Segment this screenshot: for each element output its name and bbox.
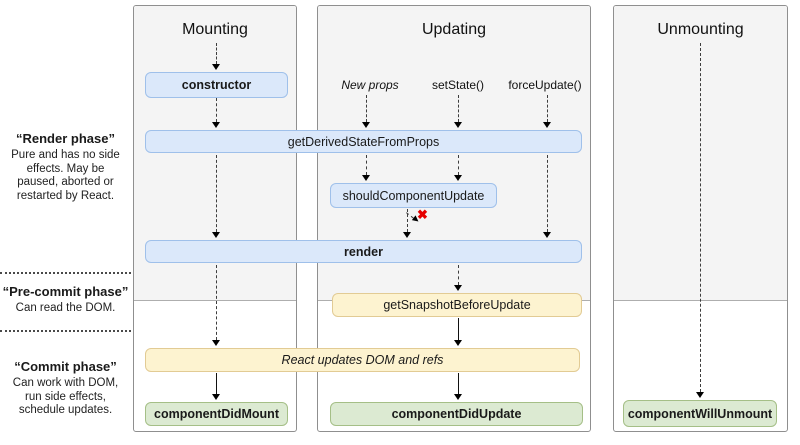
- shouldcomponentupdate-box[interactable]: shouldComponentUpdate: [330, 183, 497, 208]
- render-box[interactable]: render: [145, 240, 582, 263]
- pre-commit-phase-block: “Pre-commit phase” Can read the DOM.: [0, 284, 131, 316]
- arrow-to-shouldcomponentupdate-left: [366, 155, 367, 175]
- render-phase-desc-line: paused, aborted or: [17, 176, 114, 188]
- phase-divider: [0, 330, 131, 332]
- arrow-reactupdates-to-componentdidupdate: [458, 373, 459, 394]
- arrowhead: [403, 232, 411, 238]
- arrow-newprops-to-getderivedstatefromprops: [366, 95, 367, 122]
- arrowhead: [543, 122, 551, 128]
- getsnapshotbeforeupdate-box[interactable]: getSnapshotBeforeUpdate: [332, 293, 582, 317]
- arrow-reactupdates-to-componentdidmount: [216, 373, 217, 394]
- trigger-setstate: setState(): [431, 78, 485, 92]
- commit-phase-desc-line: Can work with DOM,: [12, 377, 119, 389]
- componentwillunmount-box[interactable]: componentWillUnmount: [623, 400, 777, 427]
- arrowhead: [543, 232, 551, 238]
- mounting-panel-title: Mounting: [182, 21, 248, 38]
- arrow-shouldcomponentupdate-to-render: [407, 209, 408, 232]
- arrowhead: [212, 122, 220, 128]
- arrow-getderivedstatefromprops-to-render-mounting: [216, 155, 217, 232]
- arrow-forceupdate-bypass-to-render: [547, 155, 548, 232]
- commit-phase-block: “Commit phase” Can work with DOM, run si…: [0, 359, 131, 418]
- arrow-forceupdate-to-getderivedstatefromprops: [547, 95, 548, 122]
- trigger-new-props: New props: [341, 78, 399, 92]
- stop-x-icon: ✖: [417, 207, 428, 222]
- arrow-unmounting-to-componentwillunmount: [700, 43, 701, 392]
- arrow-render-to-getsnapshotbeforeupdate: [458, 265, 459, 285]
- arrowhead: [696, 392, 704, 398]
- arrowhead: [454, 175, 462, 181]
- phase-divider: [0, 272, 131, 274]
- arrowhead: [362, 175, 370, 181]
- arrowhead: [362, 122, 370, 128]
- commit-phase-desc-line: schedule updates.: [18, 404, 113, 416]
- arrowhead: [212, 64, 220, 70]
- componentdidmount-box[interactable]: componentDidMount: [145, 402, 288, 426]
- getderivedstatefromprops-box[interactable]: getDerivedStateFromProps: [145, 130, 582, 153]
- componentdidupdate-box[interactable]: componentDidUpdate: [330, 402, 583, 426]
- trigger-forceupdate: forceUpdate(): [508, 78, 582, 92]
- react-updates-dom-box: React updates DOM and refs: [145, 348, 580, 372]
- arrow-render-to-reactupdates-mounting: [216, 265, 217, 340]
- arrowhead: [212, 232, 220, 238]
- arrow-constructor-to-getderivedstatefromprops: [216, 98, 217, 122]
- render-phase-desc-line: Pure and has no side: [11, 149, 120, 161]
- arrowhead: [454, 340, 462, 346]
- arrowhead: [212, 340, 220, 346]
- arrowhead: [454, 394, 462, 400]
- pre-commit-phase-title: “Pre-commit phase”: [2, 284, 129, 299]
- arrowhead: [454, 122, 462, 128]
- arrow-setstate-to-getderivedstatefromprops: [458, 95, 459, 122]
- unmounting-panel-title: Unmounting: [657, 21, 744, 38]
- pre-commit-phase-desc-line: Can read the DOM.: [15, 302, 116, 314]
- render-phase-desc-line: effects. May be: [26, 162, 105, 175]
- arrowhead: [454, 285, 462, 291]
- updating-panel-title: Updating: [421, 21, 487, 38]
- render-phase-desc-line: restarted by React.: [16, 189, 115, 202]
- arrow-getsnapshotbeforeupdate-to-reactupdates: [458, 318, 459, 340]
- constructor-box[interactable]: constructor: [145, 72, 288, 98]
- arrowhead: [212, 394, 220, 400]
- render-phase-title: “Render phase”: [16, 131, 115, 146]
- arrow-to-shouldcomponentupdate-right: [458, 155, 459, 175]
- render-phase-block: “Render phase” Pure and has no side effe…: [0, 131, 131, 203]
- commit-phase-desc-line: run side effects,: [25, 390, 106, 403]
- commit-phase-title: “Commit phase”: [14, 359, 117, 374]
- arrow-mounting-to-constructor: [216, 43, 217, 64]
